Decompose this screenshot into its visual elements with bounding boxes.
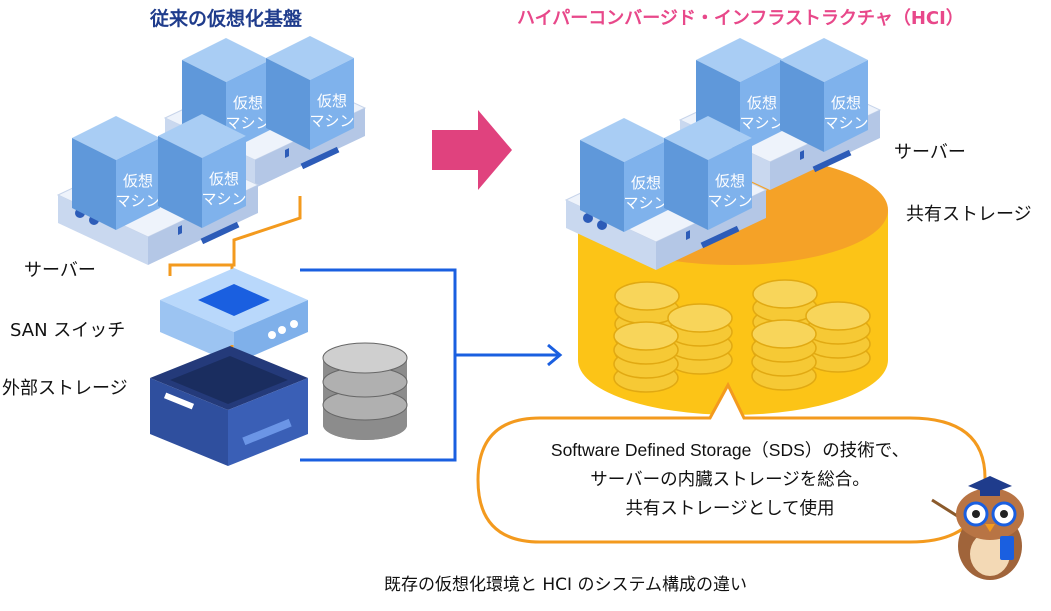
san-switch-label: SAN スイッチ <box>10 320 126 341</box>
external-storage-box <box>150 346 308 466</box>
vm-cube <box>158 114 247 228</box>
speech-bubble <box>476 381 987 544</box>
owl-mascot <box>931 476 1024 580</box>
bubble-line-2: サーバーの内臓ストレージを総合。 <box>590 469 870 489</box>
right-title: ハイパーコンバージド・インフラストラクチャ（HCI） <box>517 8 964 29</box>
vm-cube <box>664 116 753 230</box>
disk-stack <box>322 342 408 440</box>
vm-cube <box>580 118 669 232</box>
coin-stack <box>751 319 817 391</box>
shared-storage-label: 共有ストレージ <box>906 204 1032 225</box>
coin-stack <box>613 321 679 393</box>
bubble-line-3: 共有ストレージとして使用 <box>625 498 835 518</box>
left-title: 従来の仮想化基盤 <box>150 8 303 30</box>
external-storage-label: 外部ストレージ <box>2 378 128 399</box>
blue-arrow-head <box>547 343 563 367</box>
bubble-text: Software Defined Storage（SDS）の技術で、 サーバーの… <box>480 436 980 523</box>
san-switch <box>160 268 308 364</box>
left-server-label: サーバー <box>24 260 96 281</box>
vm-cube <box>780 38 869 152</box>
transition-arrow <box>432 110 512 190</box>
bubble-line-1: Software Defined Storage（SDS）の技術で、 <box>550 440 910 460</box>
blue-connector <box>300 268 457 462</box>
vm-cube <box>72 116 161 230</box>
coin-stack <box>805 301 871 373</box>
vm-cube <box>266 36 355 150</box>
orange-connector-1 <box>168 196 302 276</box>
coin-stack <box>667 303 733 375</box>
caption: 既存の仮想化環境と HCI のシステム構成の違い <box>384 575 747 595</box>
right-server-label: サーバー <box>894 142 966 163</box>
